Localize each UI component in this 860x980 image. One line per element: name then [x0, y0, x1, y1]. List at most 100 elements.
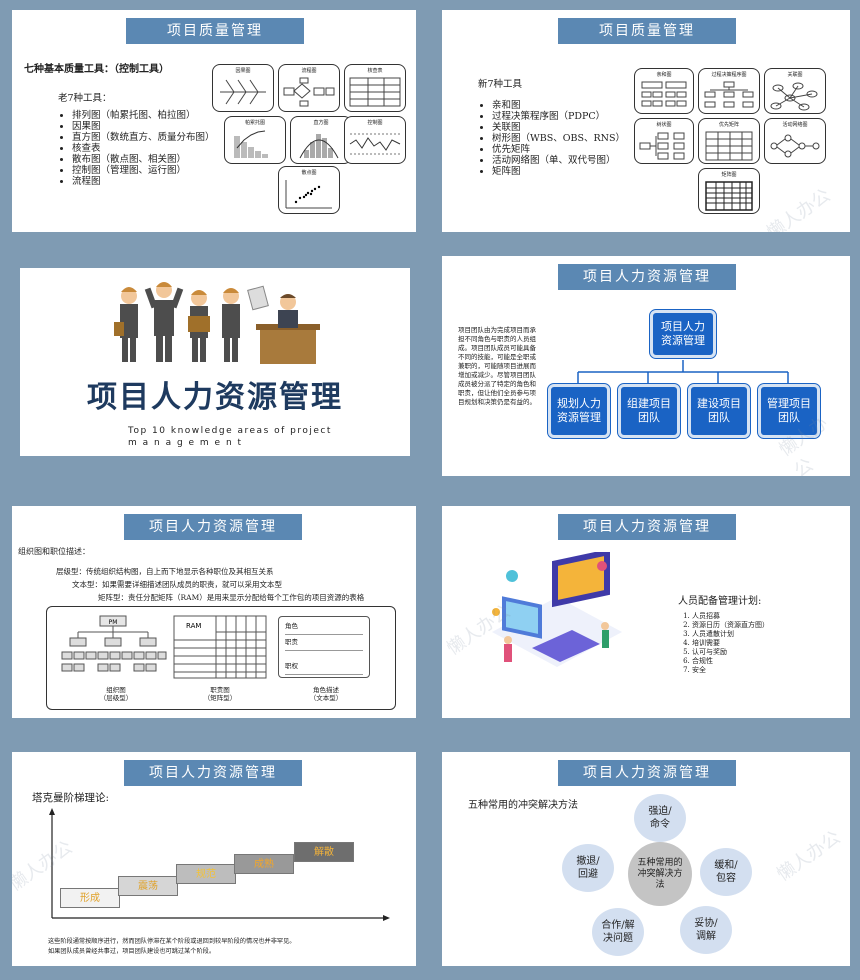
thumb-cause-effect: 因果图: [212, 64, 274, 112]
stage-performing: 成熟: [234, 854, 294, 874]
flowchart-icon: [283, 77, 335, 107]
method-withdraw: 撤退/ 回避: [562, 844, 614, 892]
thumb-affinity: 亲和图: [634, 68, 694, 114]
list-item: 人员遣散计划: [692, 630, 769, 639]
ram-label: RAM: [186, 622, 201, 630]
caption-ram: 职责图 （矩阵型）: [203, 686, 237, 702]
pareto-icon: [234, 130, 268, 158]
list-item: 矩阵图: [492, 166, 625, 177]
thumb-title: 矩阵图: [721, 172, 737, 178]
thumb-priority: 优先矩阵: [698, 118, 760, 164]
stage-adjourning: 解散: [294, 842, 354, 862]
thumb-scatter: 散点图: [278, 166, 340, 214]
network-icon: [770, 134, 820, 158]
thumb-pdpc: 过程决策程序图: [698, 68, 760, 114]
thumb-title: 因果图: [235, 68, 251, 74]
method-collaborate: 合作/解 决问题: [592, 908, 644, 956]
pdpc-icon: [704, 81, 754, 108]
list-item: 因果图: [72, 121, 215, 132]
tree-icon: [639, 132, 685, 160]
list-item: 流程图: [72, 176, 215, 187]
plan-title: 人员配备管理计划:: [678, 596, 762, 607]
thumb-histogram: 直方图: [290, 116, 352, 164]
slide-header: 项目人力资源管理: [124, 514, 302, 540]
method-compromise: 妥协/ 调解: [680, 906, 732, 954]
slide-quality-tools-old[interactable]: 项目质量管理 七种基本质量工具：（控制工具） 老7种工具： 排列图（帕累托图、柏…: [12, 10, 416, 232]
list-item: 安全: [692, 666, 769, 675]
list-item: 资源日历（资源直方图）: [692, 621, 769, 630]
tool-list: 排列图（帕累托图、柏拉图） 因果图 直方图（数统直方、质量分布图） 核查表 散布…: [58, 110, 215, 187]
list-item: 亲和图: [492, 100, 625, 111]
watermark: 懒人办公: [763, 184, 835, 232]
role-field: 角色: [285, 619, 363, 635]
footnote-2: 如果团队成员曾经共事过，项目团队建设也可跳过某个阶段。: [48, 948, 216, 955]
control-chart-icon: [349, 133, 401, 155]
intro-paragraph: 项目团队由为完成项目而承担不同角色与职责的人员组成。项目团队成员可能具备不同的技…: [458, 326, 536, 406]
list-item: 核查表: [72, 143, 215, 154]
list-item: 树形图（WBS、OBS、RNS）: [492, 133, 625, 144]
slide-header: 项目人力资源管理: [558, 514, 736, 540]
priority-matrix-icon: [705, 131, 753, 161]
business-people-illustration: [114, 282, 320, 364]
method-forcing: 强迫/ 命令: [634, 794, 686, 842]
slide-org-charts[interactable]: 项目人力资源管理 组织图和职位描述： 层级型：传统组织结构图，自上而下地显示各种…: [12, 506, 416, 718]
slide-title: 五种常用的冲突解决方法: [468, 800, 578, 811]
slide-tuckman[interactable]: 项目人力资源管理 塔克曼阶梯理论: 形成 震荡 规范 成熟 解散 这些阶段通常按…: [12, 752, 416, 966]
slide-header: 项目人力资源管理: [558, 264, 736, 290]
list-item: 人员招募: [692, 612, 769, 621]
responsibility-field: 职责: [285, 635, 363, 651]
desc-line-matrix: 矩阵型：责任分配矩阵（RAM）是用来显示分配给每个工作包的项目资源的表格: [98, 593, 365, 602]
slide-quality-tools-new[interactable]: 项目质量管理 新7种工具 亲和图 过程决策程序图（PDPC） 关联图 树形图（W…: [442, 10, 850, 232]
list-item: 认可与奖励: [692, 648, 769, 657]
slide-hr-overview[interactable]: 项目人力资源管理 项目团队由为完成项目而承担不同角色与职责的人员组成。项目团队成…: [442, 256, 850, 476]
watermark: 懒人办公: [773, 826, 845, 886]
connector-lines: [577, 360, 789, 386]
stage-storming: 震荡: [118, 876, 178, 896]
pm-label: PM: [109, 619, 118, 626]
relation-icon: [770, 82, 818, 111]
desc-line-text: 文本型：如果需要详细描述团队成员的职责，就可以采用文本型: [72, 580, 282, 589]
affinity-icon: [641, 81, 687, 107]
list-item: 散布图（散点图、相关图）: [72, 154, 215, 165]
thumb-checksheet: 核查表: [344, 64, 406, 112]
thumb-title: 流程图: [301, 68, 317, 74]
child-node-develop: 建设项目 团队: [687, 383, 751, 439]
slide-subtitle: 新7种工具: [478, 79, 523, 90]
slide-header: 项目质量管理: [126, 18, 304, 44]
method-smoothing: 缓和/ 包容: [700, 848, 752, 896]
slide-header: 项目质量管理: [558, 18, 736, 44]
thumb-flowchart: 流程图: [278, 64, 340, 112]
slide-sub-line-2: m a n a g e m e n t: [128, 438, 243, 448]
list-item: 优先矩阵: [492, 144, 625, 155]
thumb-tree: 树状图: [634, 118, 694, 164]
child-node-acquire: 组建项目 团队: [617, 383, 681, 439]
thumb-title: 亲和图: [656, 72, 672, 78]
isometric-computer-illustration: [492, 552, 622, 667]
intro-text: 组织图和职位描述：: [18, 547, 90, 556]
thumb-matrix: 矩阵图: [698, 168, 760, 214]
slide-title: 塔克曼阶梯理论:: [32, 792, 110, 804]
authority-field: 职权: [285, 659, 363, 675]
org-chart-illustration: PM: [61, 615, 167, 672]
caption-org: 组织图 （层级型）: [99, 686, 133, 702]
slide-header: 项目人力资源管理: [558, 760, 736, 786]
list-item: 过程决策程序图（PDPC）: [492, 111, 625, 122]
list-item: 活动网络图（单、双代号图）: [492, 155, 625, 166]
list-item: 关联图: [492, 122, 625, 133]
root-node: 项目人力 资源管理: [649, 309, 717, 359]
list-item: 控制图（管理图、运行图）: [72, 165, 215, 176]
stage-norming: 规范: [176, 864, 236, 884]
thumb-pareto: 帕累托图: [224, 116, 286, 164]
slide-sub-line-1: Top 10 knowledge areas of project: [128, 426, 332, 436]
slide-title: 七种基本质量工具：（控制工具）: [24, 64, 169, 75]
list-item: 直方图（数统直方、质量分布图）: [72, 132, 215, 143]
table-icon: [349, 77, 401, 107]
slide-staffing-plan[interactable]: 项目人力资源管理 人员配备管理计划: 人员招募 资源日历（资源直方图） 人员遣散…: [442, 506, 850, 718]
thumb-title: 直方图: [313, 120, 329, 126]
thumb-title: 核查表: [367, 68, 383, 74]
thumb-title: 活动网络图: [782, 122, 808, 128]
slide-hr-title[interactable]: 项目人力资源管理 Top 10 knowledge areas of proje…: [20, 268, 410, 456]
slide-conflict-resolution[interactable]: 项目人力资源管理 五种常用的冲突解决方法 五种常用的 冲突解决方 法 强迫/ 命…: [442, 752, 850, 966]
child-node-manage: 管理项目 团队: [757, 383, 821, 439]
axis-arrows: [49, 808, 390, 921]
